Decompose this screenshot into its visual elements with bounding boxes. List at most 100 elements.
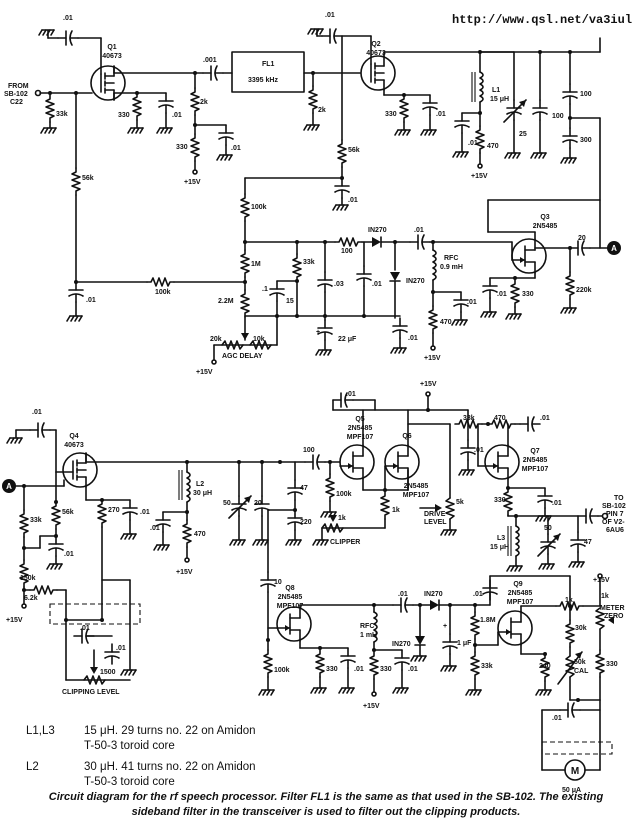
inductor-l1 (479, 71, 484, 103)
meter-label: METER (600, 605, 625, 612)
q6-part: 2N5485 (404, 483, 429, 490)
value-01: .01 (63, 15, 73, 22)
supply-label: +15V (420, 381, 437, 388)
resistor-100k-q5 (325, 473, 335, 502)
q6-label: Q6 (402, 433, 411, 440)
q8-alt: MPF107 (277, 603, 304, 610)
ground-symbol (252, 539, 269, 546)
note-l1-l3: L1,L3 15 μH. 29 turns no. 22 on Amidon (26, 724, 256, 739)
label-from: FROM (8, 83, 29, 90)
value-01: .01 (473, 591, 483, 598)
capacitor-100-q5 (304, 454, 326, 470)
resistor-33k-q4 (19, 509, 29, 538)
value-01: .01 (116, 645, 126, 652)
sb102-out-label: SB-102 (602, 503, 626, 510)
diode-in270-c (429, 599, 440, 611)
capacitor-1uf (442, 633, 458, 655)
resistor-30k (565, 619, 575, 648)
supply-label: +15V (363, 703, 380, 710)
q9-label: Q9 (513, 581, 522, 588)
note-l2-core: T-50-3 toroid core (26, 775, 256, 790)
l2-value: 30 μH (193, 490, 212, 497)
capacitor-001 (202, 65, 224, 81)
value-270: 270 (108, 507, 120, 514)
resistor-330-q2 (399, 94, 409, 123)
q7-part: 2N5485 (523, 457, 548, 464)
value-25: 25 (519, 131, 527, 138)
value-001: .001 (203, 57, 217, 64)
resistor-6-2k (29, 585, 58, 595)
value-330: 330 (380, 666, 392, 673)
value-470: 470 (440, 319, 452, 326)
resistor-470-rfc (428, 305, 438, 334)
fl1-freq: 3395 kHz (248, 77, 278, 84)
value-100k: 100k (274, 667, 290, 674)
ground-symbol (440, 665, 457, 672)
note-desc: 15 μH. 29 turns no. 22 on Amidon (84, 725, 256, 737)
value-100k: 100k (251, 204, 267, 211)
value-01: .01 (64, 551, 74, 558)
q9-part: 2N5485 (508, 590, 533, 597)
q4-label: Q4 (69, 433, 78, 440)
value-01: .01 (86, 297, 96, 304)
ground-symbol (568, 561, 585, 568)
capacitor-01-q8s (340, 647, 356, 669)
capacitor-01-q4s (122, 499, 138, 521)
capacitor-01-rfc (453, 291, 469, 313)
value-330: 330 (176, 144, 188, 151)
supply-label: +15V (176, 569, 193, 576)
note-l1-l3-core: T-50-3 toroid core (26, 739, 256, 754)
value-50k: 50k (574, 659, 586, 666)
q5-label: Q5 (355, 416, 364, 423)
resistor-150k (19, 559, 29, 588)
ground-symbol (560, 307, 577, 314)
capacitor-01-meter (392, 597, 414, 613)
value-330: 330 (326, 666, 338, 673)
capacitor-01-q3in (409, 234, 431, 250)
plus-sign: + (443, 623, 447, 630)
resistor-330-q1 (132, 92, 142, 121)
value-33k: 33k (30, 517, 42, 524)
value-30k: 30k (575, 625, 587, 632)
filter-fl1 (231, 51, 305, 93)
value-470: 470 (494, 415, 506, 422)
value-33k: 33k (56, 111, 68, 118)
resistor-470-l2 (182, 519, 192, 548)
output-terminal (601, 512, 609, 520)
value-01: .01 (231, 145, 241, 152)
value-330: 330 (118, 112, 130, 119)
value-03: .03 (334, 281, 344, 288)
transistor-q5 (339, 444, 375, 480)
value-01: .01 (414, 227, 424, 234)
supply-label: +15V (424, 355, 441, 362)
transistor-q8 (276, 606, 312, 642)
value-22uf: 22 μF (338, 336, 357, 343)
supply-label: +15V (196, 369, 213, 376)
capacitor-47-l3 (570, 531, 586, 553)
ground-symbol (216, 154, 233, 161)
resistor-2k-q1 (190, 87, 200, 116)
resistor-100k-agc (146, 277, 175, 287)
transistor-q2 (360, 55, 396, 91)
value-01: .01 (552, 715, 562, 722)
ground-symbol (285, 539, 302, 546)
capacitor-01-out (577, 508, 599, 524)
value-1-8m: 1.8M (480, 617, 496, 624)
connector-a-out (607, 241, 621, 255)
capacitor-01-q2bias (334, 177, 350, 199)
capacitor-10 (260, 571, 276, 593)
capacitor-01-q3s (482, 277, 498, 299)
diode-in270-d (414, 635, 426, 646)
value-56k: 56k (348, 147, 360, 154)
ground-symbol (530, 152, 547, 159)
l3-value: 15 μH (490, 544, 509, 551)
value-01: .01 (325, 12, 335, 19)
value-01: .01 (408, 335, 418, 342)
capacitor-01-q4b (48, 535, 64, 557)
value-01: .01 (398, 591, 408, 598)
ground-symbol (312, 539, 329, 546)
value-1500: 1500 (100, 669, 116, 676)
value-2k: 2k (200, 99, 208, 106)
transistor-q9 (497, 610, 533, 646)
capacitor-01-q1s (158, 92, 174, 114)
